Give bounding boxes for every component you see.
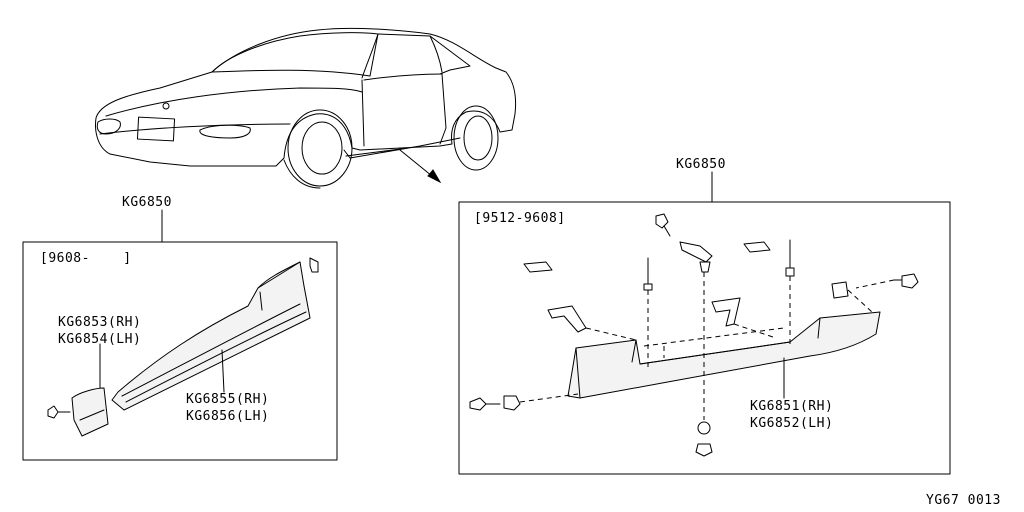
side-spoiler-rh-callout: KG6851(RH)	[750, 399, 833, 414]
side-sill-rh-callout: KG6855(RH)	[186, 392, 269, 407]
push-pin-2	[785, 239, 795, 277]
mud-guard-lh-callout: KG6854(LH)	[58, 332, 141, 347]
bracket-center	[711, 297, 741, 327]
clip-right	[831, 273, 919, 299]
right-assembly-callout: KG6850	[676, 157, 726, 172]
side-spoiler-part	[567, 311, 881, 399]
fastener-bracket	[679, 241, 713, 273]
side-sill-part	[111, 257, 319, 411]
right-date-range: [9512-9608]	[474, 211, 566, 226]
left-detail-panel: KG6850 [9608- ] KG6853(RH) KG6854(LH) KG…	[22, 195, 338, 461]
left-date-range: [9608- ]	[40, 251, 132, 266]
car-illustration	[95, 27, 517, 189]
bottom-nut	[695, 421, 713, 457]
side-sill-lh-callout: KG6856(LH)	[186, 409, 269, 424]
bracket-left	[547, 305, 587, 333]
fastener-top-left	[655, 213, 671, 237]
clip-pad-1	[523, 261, 553, 273]
right-detail-panel: KG6850 [9512-9608]	[458, 157, 951, 475]
left-assembly-callout: KG6850	[122, 195, 172, 210]
bottom-screw	[469, 395, 521, 411]
mud-guard-part	[47, 387, 109, 437]
diagram-code: YG67 0013	[926, 493, 1001, 508]
clip-pad-2	[743, 241, 771, 253]
side-spoiler-lh-callout: KG6852(LH)	[750, 416, 833, 431]
mud-guard-rh-callout: KG6853(RH)	[58, 315, 141, 330]
push-pin-1	[643, 257, 653, 291]
